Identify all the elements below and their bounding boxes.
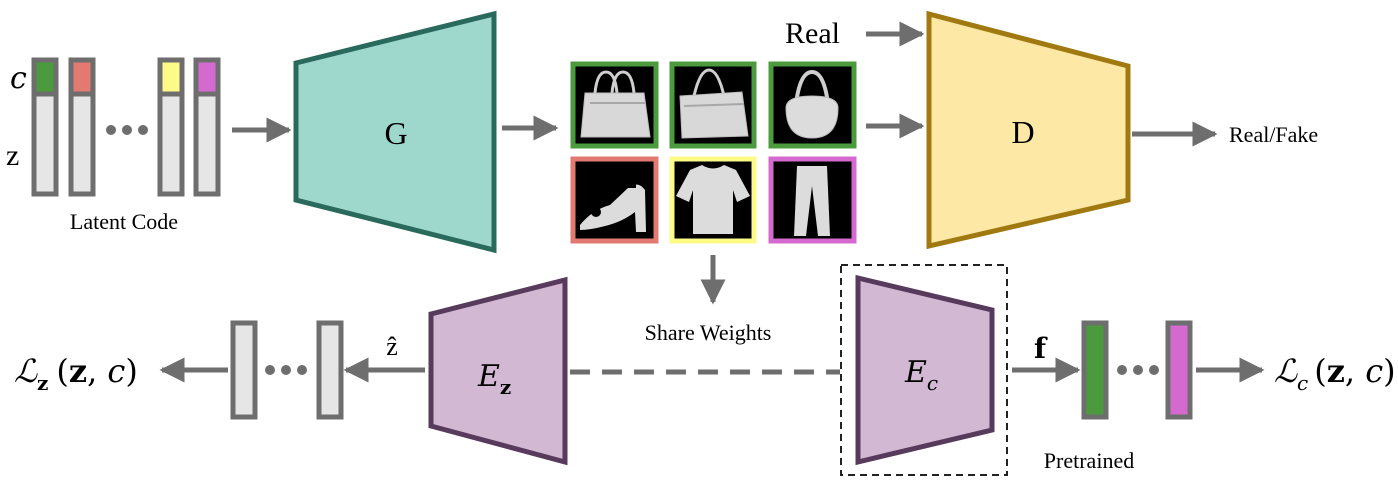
latent-vector-1 [31,57,59,197]
loss-c-label: ℒc(z, c) [1274,352,1396,395]
z-hat-vector-2 [316,320,344,420]
z-hat-label: ẑ [386,332,398,361]
c-label: c [10,61,27,96]
pretrained-label: Pretrained [1044,448,1134,473]
latent-vector-4 [193,57,221,197]
share-weights-label: Share Weights [645,320,772,345]
z-hat-vector-1 [230,320,258,420]
real-fake-label: Real/Fake [1229,122,1318,147]
c-cell-green [31,57,59,97]
sample-tshirt [669,156,757,244]
sample-trouser [768,156,857,244]
encoder-c-label: Ec [904,355,938,395]
discriminator-block [926,10,1131,250]
latent-vector-2 [68,57,96,197]
loss-z-label: ℒz(z, c) [14,352,138,395]
encoder-c-block [855,274,995,466]
c-pred-vector-magenta [1165,320,1193,420]
pretrained-encoder-box [840,264,1008,476]
encoder-z-label: Ez [477,359,511,399]
generator-label: G [384,115,407,151]
ellipsis-dots [1117,365,1159,375]
trouser-icon [794,166,830,236]
real-label: Real [785,17,840,50]
bag-icon [580,70,651,138]
c-cell-magenta [193,57,221,97]
c-cell-yellow [157,57,185,97]
ellipsis-dots [265,365,307,375]
bag-icon [679,68,749,139]
tshirt-icon [676,165,750,234]
generator-block [293,10,497,254]
generated-samples-grid [570,61,857,244]
latent-code-label: Latent Code [70,209,178,234]
sample-sandal [570,156,659,244]
features-label: f [1034,332,1048,365]
sample-bag-2 [669,61,757,149]
sample-bag-1 [570,61,659,149]
encoder-z-block [428,276,568,466]
c-cell-red [68,57,96,97]
latent-vector-3 [157,57,185,197]
c-pred-vector-green [1081,320,1109,420]
z-label: z [6,139,19,172]
discriminator-label: D [1011,114,1034,150]
latent-code-vectors [31,57,221,197]
sandal-icon [580,178,646,232]
handbag-icon [785,69,839,139]
ellipsis-dots [106,125,148,135]
sample-handbag [768,61,857,149]
